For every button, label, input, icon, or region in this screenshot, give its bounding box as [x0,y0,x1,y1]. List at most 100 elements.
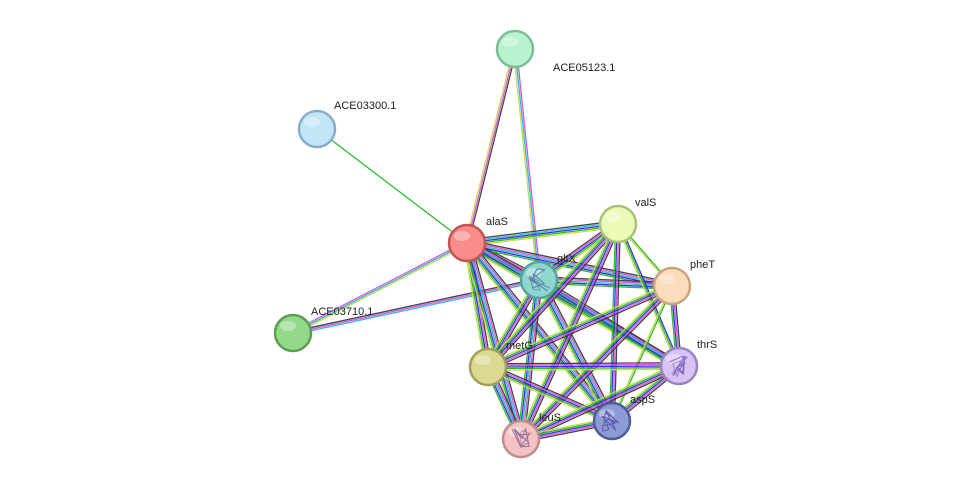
node-circle[interactable] [598,204,638,244]
edge-strand [292,280,540,336]
protein-structure-icon [669,355,688,376]
edge-strand [464,245,678,371]
node-highlight [304,117,320,127]
edge-strand [608,223,617,422]
node-label-alaS: alaS [486,216,508,228]
node-highlight [526,268,542,278]
edge-strand [465,242,613,423]
edge-ACE05123-alaS[interactable] [464,47,518,245]
edge-metG-aspS[interactable] [486,363,614,425]
node-alaS[interactable] [447,223,487,263]
edge-strand [538,277,673,286]
edge-strand [489,225,622,370]
edge-valS-metG[interactable] [484,221,622,370]
edge-strand [486,282,672,365]
edge-strand [539,277,681,366]
edge-valS-aspS[interactable] [608,223,622,422]
edge-strand [464,243,611,424]
edge-strand [486,222,618,367]
edge-strand [610,285,672,422]
node-highlight [659,274,675,284]
edge-strand [465,242,521,440]
edge-strand [514,48,540,281]
edge-ACE05123-gltX[interactable] [512,48,542,281]
node-pheT[interactable] [652,266,692,306]
edge-pheT-aspS[interactable] [610,285,674,422]
edge-strand [536,282,678,370]
edge-strand [540,278,615,421]
node-highlight [502,37,518,47]
edge-strand [467,242,523,440]
edge-strand [521,366,681,442]
edge-strand [466,240,673,286]
edge-strand [466,223,619,244]
edge-strand [291,240,467,333]
node-thrS[interactable] [659,346,699,386]
edge-strand [487,223,619,368]
node-gltX[interactable] [519,260,559,300]
node-label-leuS: leuS [539,412,561,424]
edge-strand [520,365,680,440]
node-circle[interactable] [495,29,535,69]
edge-strand [466,242,673,287]
node-label-ACE05123: ACE05123.1 [553,62,615,74]
edge-ACE03300-alaS[interactable] [316,128,468,244]
edge-strand [464,47,515,244]
node-label-pheT: pheT [690,259,715,271]
node-leuS[interactable] [501,419,541,459]
edge-strand [517,278,537,440]
edge-strand [539,278,614,422]
edge-strand [292,242,468,334]
node-ACE05123[interactable] [495,29,535,69]
edge-strand [515,48,542,281]
node-circle[interactable] [468,347,508,387]
edge-strand [612,285,674,422]
node-metG[interactable] [468,347,508,387]
edge-strand [468,241,524,440]
node-highlight [280,321,296,331]
node-label-gltX: gltX [557,253,577,265]
node-ACE03710[interactable] [273,313,313,353]
edge-strand [466,48,516,244]
node-label-thrS: thrS [697,339,717,351]
edge-metG-thrS[interactable] [487,362,680,371]
node-circle[interactable] [273,313,313,353]
node-ACE03300[interactable] [297,109,337,149]
edge-strand [512,48,539,281]
node-circle[interactable] [447,223,487,263]
edge-strand [518,283,671,438]
node-highlight [666,354,682,364]
protein-structure-icon [600,409,619,432]
node-highlight [475,355,491,365]
edge-strand [486,283,673,367]
node-valS[interactable] [598,204,638,244]
edge-ACE03710-alaS[interactable] [291,240,469,336]
edge-strand [466,221,619,243]
edge-pheT-metG[interactable] [486,282,674,371]
node-circle[interactable] [297,109,337,149]
edge-strand [463,242,486,369]
node-label-aspS: aspS [630,394,655,406]
edge-strand [537,280,679,369]
edge-strand [470,241,526,439]
node-aspS[interactable] [592,401,632,441]
edge-strand [487,368,680,371]
node-label-ACE03710: ACE03710.1 [311,306,373,318]
edge-strand [487,366,613,422]
edge-strand [540,276,682,364]
edge-strand [486,367,613,424]
edge-gltX-thrS[interactable] [536,276,682,370]
edge-strand [612,223,620,422]
edge-strand [293,243,469,336]
node-circle[interactable] [519,260,559,300]
edge-strand [519,284,672,439]
node-label-ACE03300: ACE03300.1 [334,100,396,112]
node-circle[interactable] [652,266,692,306]
node-layer [273,29,699,459]
edge-alaS-valS[interactable] [465,220,620,247]
edge-strand [465,245,672,290]
edge-strand [488,288,674,371]
edge-strand [292,279,540,334]
